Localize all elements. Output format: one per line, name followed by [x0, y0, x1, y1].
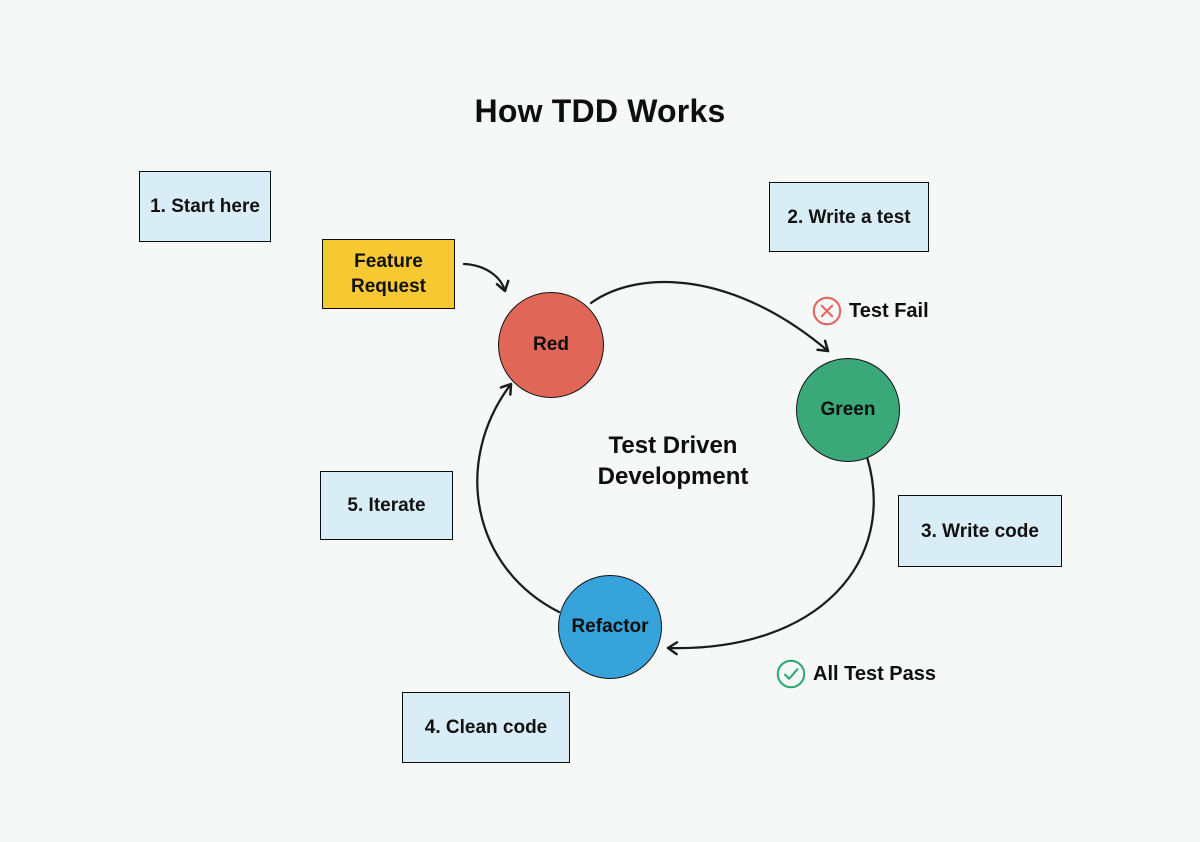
note-label: 2. Write a test	[787, 206, 911, 228]
note-label: 4. Clean code	[424, 717, 548, 738]
node-red: Red	[498, 292, 604, 398]
arrow-feature-to-red	[462, 262, 510, 293]
test-fail-badge: Test Fail	[812, 296, 929, 326]
node-label: Red	[533, 334, 569, 355]
arrow-refactor-to-red	[476, 382, 561, 614]
all-test-pass-label: All Test Pass	[813, 662, 937, 685]
note-write-a-test: 2. Write a test	[769, 182, 929, 252]
node-label: Green	[820, 399, 876, 420]
note-iterate: 5. Iterate	[320, 471, 453, 540]
test-fail-icon	[812, 296, 842, 326]
note-label: 1. Start here	[150, 196, 260, 217]
arrow-red-to-green	[589, 280, 830, 353]
page-title: How TDD Works	[474, 93, 726, 129]
node-green: Green	[796, 358, 900, 462]
center-label: Test Driven Development	[597, 432, 749, 490]
note-label: 3. Write code	[921, 520, 1039, 542]
note-start-here: 1. Start here	[139, 171, 271, 242]
test-fail-label: Test Fail	[849, 299, 929, 322]
arrow-green-to-refactor	[666, 455, 875, 656]
note-clean-code: 4. Clean code	[402, 692, 570, 763]
note-label: 5. Iterate	[347, 495, 426, 516]
all-test-pass-icon	[776, 659, 806, 689]
node-label: Refactor	[571, 616, 649, 637]
all-test-pass-badge: All Test Pass	[776, 659, 936, 689]
feature-request-box: Feature Request	[322, 239, 455, 309]
note-write-code: 3. Write code	[898, 495, 1062, 567]
feature-request-label: Feature Request	[351, 251, 426, 297]
node-refactor: Refactor	[558, 575, 662, 679]
